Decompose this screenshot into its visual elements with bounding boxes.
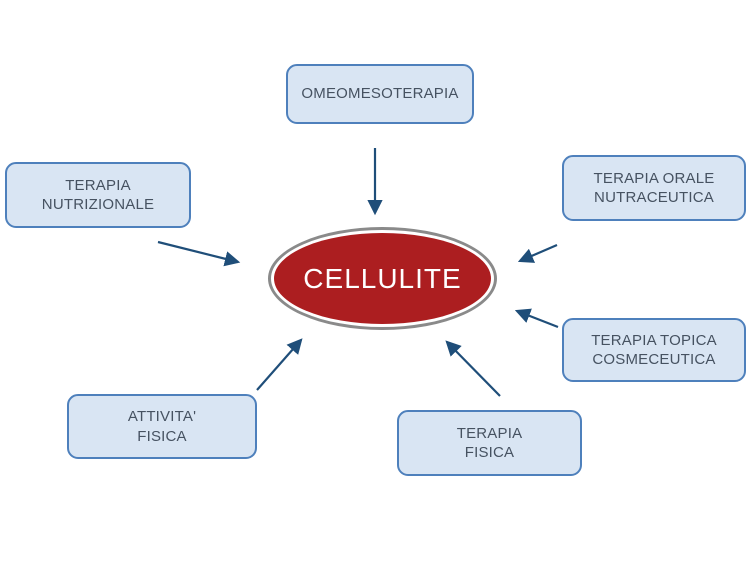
node-terapia-orale-nutraceutica: TERAPIA ORALE NUTRACEUTICA: [562, 155, 746, 221]
node-terapia-topica-cosmeceutica: TERAPIA TOPICA COSMECEUTICA: [562, 318, 746, 382]
node-label: OMEOMESOTERAPIA: [301, 85, 459, 103]
center-ellipse-fill: CELLULITE: [274, 233, 491, 324]
arrow-terapia-fisica-to-center: [445, 340, 501, 397]
center-ellipse: CELLULITE: [268, 227, 497, 330]
node-label: TERAPIA ORALE NUTRACEUTICA: [593, 169, 715, 207]
node-label: TERAPIA NUTRIZIONALE: [41, 176, 155, 214]
node-attivita-fisica: ATTIVITA' FISICA: [67, 394, 257, 459]
arrow-terapia-orale-to-center: [517, 243, 558, 263]
arrow-terapia-nutrizionale-to-center: [157, 240, 241, 267]
node-label: TERAPIA FISICA: [456, 424, 523, 462]
center-label: CELLULITE: [303, 262, 462, 294]
node-omeomesoterapia: OMEOMESOTERAPIA: [286, 64, 474, 124]
node-label: ATTIVITA' FISICA: [127, 408, 197, 445]
arrow-attivita-fisica-to-center: [256, 338, 303, 391]
node-label: TERAPIA TOPICA COSMECEUTICA: [591, 331, 717, 369]
node-terapia-fisica: TERAPIA FISICA: [397, 410, 582, 476]
arrow-terapia-topica-to-center: [514, 308, 559, 329]
node-terapia-nutrizionale: TERAPIA NUTRIZIONALE: [5, 162, 191, 228]
